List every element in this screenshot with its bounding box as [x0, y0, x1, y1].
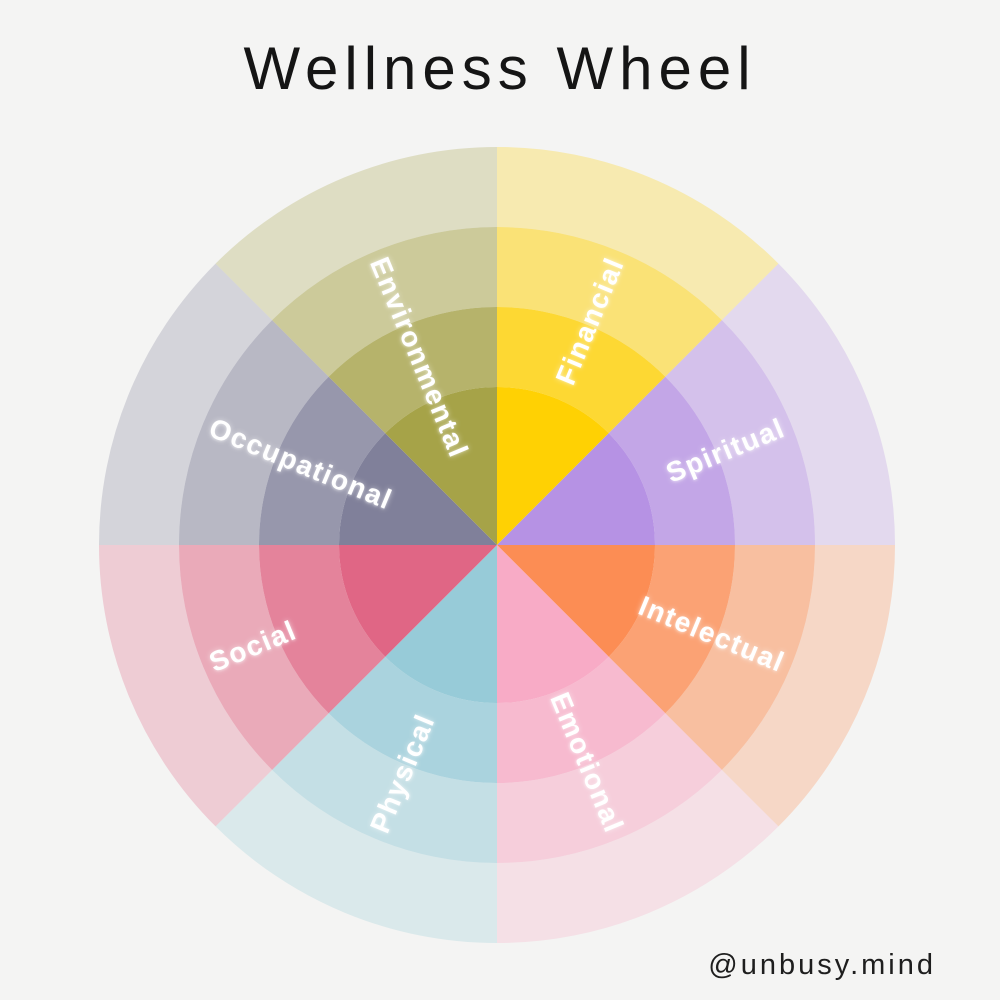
segment-emotional-ring-3: [497, 713, 722, 863]
segment-intelectual-ring-1: [497, 545, 655, 657]
segment-financial-ring-4: [497, 147, 779, 321]
segment-financial-ring-1: [497, 387, 609, 545]
segment-physical-ring-4: [215, 769, 497, 943]
segment-emotional-ring-4: [497, 769, 779, 943]
segment-emotional: Emotional: [497, 545, 779, 943]
segment-occupational-ring-4: [99, 263, 273, 545]
segment-spiritual-ring-4: [721, 263, 895, 545]
segment-emotional-ring-2: [497, 656, 666, 783]
segment-emotional-ring-1: [497, 545, 609, 703]
segment-intelectual: Intelectual: [497, 545, 895, 827]
segment-spiritual-ring-1: [497, 433, 655, 545]
segment-intelectual-ring-4: [721, 545, 895, 827]
segment-spiritual-ring-3: [665, 320, 815, 545]
segment-social-ring-4: [99, 545, 273, 827]
segment-social-ring-2: [259, 545, 386, 714]
segment-intelectual-ring-3: [665, 545, 815, 770]
segment-environmental-ring-3: [272, 227, 497, 377]
credit-handle: @unbusy.mind: [708, 949, 936, 981]
segment-environmental-ring-2: [328, 307, 497, 434]
segment-occupational-ring-2: [259, 376, 386, 545]
segment-environmental-ring-4: [215, 147, 497, 321]
segment-social: Social: [99, 545, 497, 827]
segment-occupational: Occupational: [99, 263, 497, 545]
segment-physical-ring-3: [272, 713, 497, 863]
page-title: Wellness Wheel: [243, 35, 757, 102]
segment-occupational-ring-3: [179, 320, 329, 545]
segment-social-ring-1: [339, 545, 497, 657]
segment-physical-ring-1: [385, 545, 497, 703]
segment-financial-ring-3: [497, 227, 722, 377]
segment-environmental: Environmental: [215, 147, 497, 545]
segment-spiritual: Spiritual: [497, 263, 895, 545]
segment-social-ring-3: [179, 545, 329, 770]
segment-occupational-ring-1: [339, 433, 497, 545]
segment-intelectual-ring-2: [608, 545, 735, 714]
segment-financial-ring-2: [497, 307, 666, 434]
segment-physical: Physical: [215, 545, 497, 943]
segment-environmental-ring-1: [385, 387, 497, 545]
segment-physical-ring-2: [328, 656, 497, 783]
segment-spiritual-ring-2: [608, 376, 735, 545]
segment-financial: Financial: [497, 147, 779, 545]
